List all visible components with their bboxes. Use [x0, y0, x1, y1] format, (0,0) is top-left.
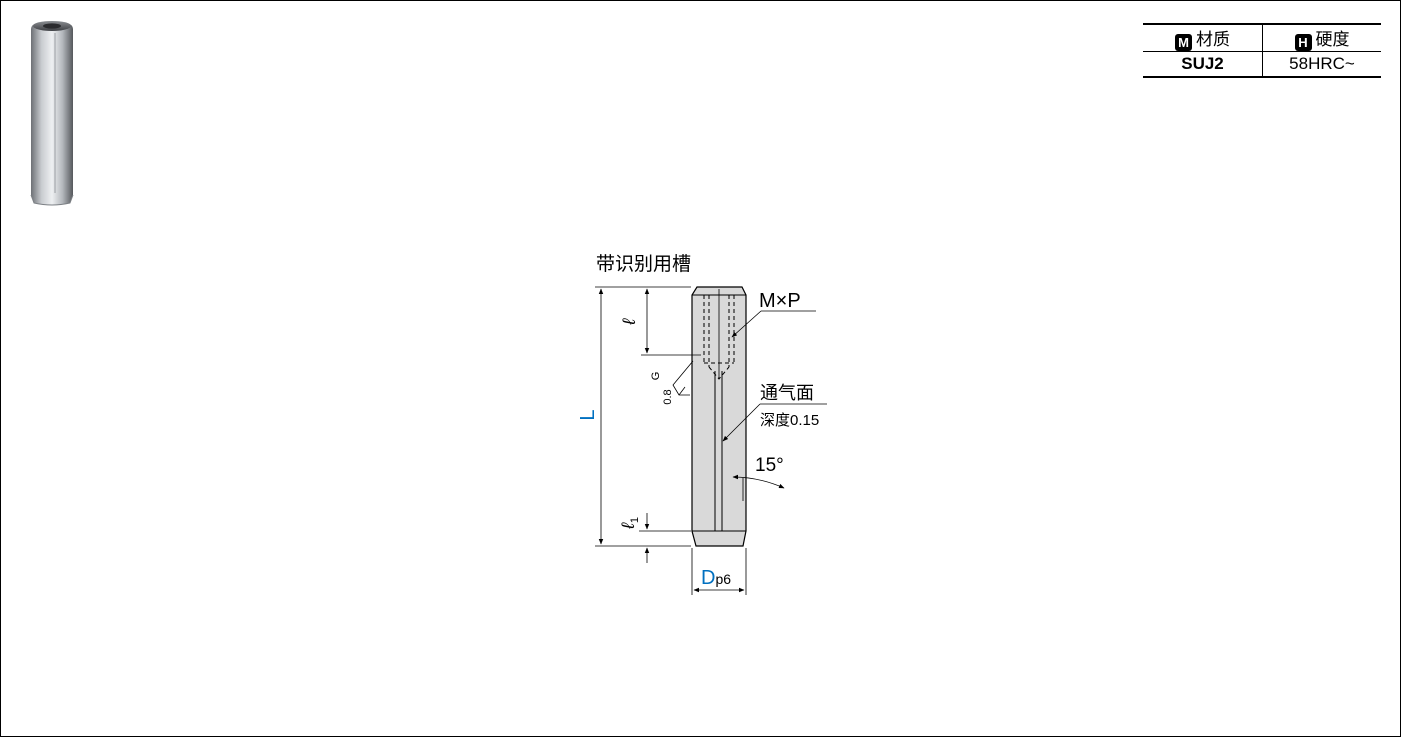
depth-label: 深度0.15 [760, 412, 819, 429]
thread-depth-label: ℓ [619, 318, 639, 326]
hardness-value: 58HRC~ [1262, 51, 1381, 78]
diameter-label: Dp6 [701, 567, 731, 589]
roughness-grade: G [650, 372, 662, 381]
hardness-header-label: 硬度 [1315, 30, 1350, 49]
thread-label: M×P [759, 290, 801, 312]
product-photo [30, 21, 74, 206]
chamfer-subscript: 1 [629, 517, 641, 523]
spec-table-value-row: SUJ2 58HRC~ [1143, 51, 1381, 78]
tolerance-label: p6 [715, 571, 731, 587]
technical-drawing: 带识别用槽 L ℓ [577, 253, 827, 595]
vent-label: 通气面 [760, 383, 814, 403]
length-label: L [577, 409, 599, 420]
angle-label: 15° [755, 455, 784, 476]
chamfer-label: ℓ1 [618, 517, 641, 530]
vent-leader [722, 403, 761, 442]
material-header-label: 材质 [1196, 30, 1230, 49]
roughness-symbol [672, 360, 694, 396]
material-value: SUJ2 [1143, 51, 1263, 78]
hardness-badge-icon: H [1294, 34, 1312, 51]
roughness-value: 0.8 [662, 389, 674, 404]
vent-groove [714, 371, 723, 531]
taper-angle-arc [732, 474, 785, 489]
material-badge-icon: M [1175, 34, 1192, 51]
thread-leader [731, 310, 762, 338]
groove-title: 带识别用槽 [596, 253, 691, 275]
